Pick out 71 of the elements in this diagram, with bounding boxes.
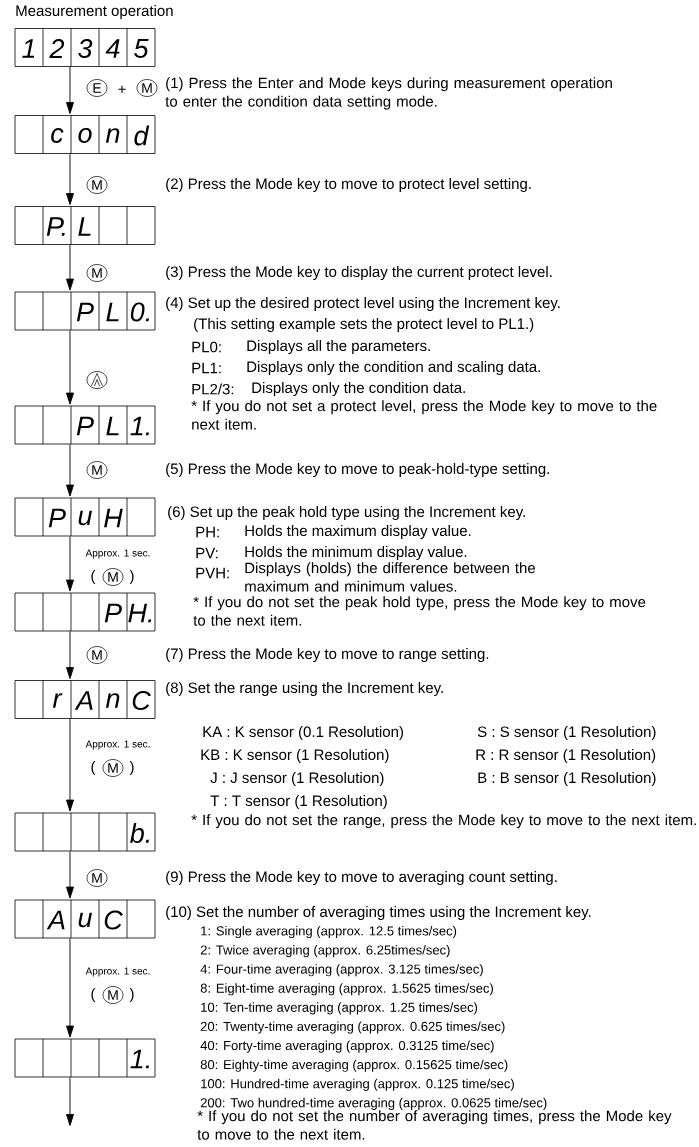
option-text: Holds the maximum display value. [245, 525, 471, 539]
option-text: 2: Twice averaging (approx. 6.25times/sec) [200, 945, 450, 958]
option-code: PH: [196, 526, 219, 538]
step-text: (2) Press the Mode key to move to protect level setting. [166, 178, 531, 192]
option-text: 40: Forty-time averaging (approx. 0.3125 time/sec) [200, 1040, 494, 1053]
step-text: (3) Press the Mode key to display the current protect level. [166, 266, 552, 280]
option-text: 100: Hundred-time averaging (approx. 0.125 time/sec) [201, 1078, 514, 1091]
arrow [66, 630, 74, 680]
segment-display: b. [14, 812, 156, 852]
option-text: 8: Eight-time averaging (approx. 1.5625 times/sec) [200, 983, 493, 996]
note-text: * If you do not set a protect level, press the Mode key to move to the next item. [191, 400, 657, 430]
segment-display: A u C [14, 899, 156, 939]
option-code: PL2/3: [192, 383, 234, 395]
segment-display: P H. [14, 592, 156, 632]
key-text: ) [129, 761, 134, 775]
option-text: Displays (holds) the difference between the maximum and minimum values. [245, 562, 536, 592]
option-text: Displays only the condition data. [252, 382, 465, 396]
option-code: PL1: [192, 362, 221, 374]
segment-display: r A n C [14, 680, 156, 719]
option-code: PVH: [196, 567, 229, 579]
key-text: + [118, 85, 126, 93]
segment-display: P L 0. [14, 291, 156, 331]
arrow [66, 443, 74, 497]
arrow [66, 718, 74, 812]
arrow [66, 329, 74, 405]
option-code: PL0: [192, 341, 221, 353]
segment-display: 1 2 3 4 5 [14, 28, 156, 67]
option-text: S : S sensor (1 Resolution) [477, 726, 656, 740]
option-text: Displays all the parameters. [247, 340, 430, 354]
segment-display: P u H [14, 497, 156, 537]
segment-display: 1. [14, 1038, 156, 1078]
option-text: 4: Four-time averaging (approx. 3.125 times/sec) [200, 964, 483, 977]
note-text: (This setting example sets the protect level to PL1.) [194, 318, 534, 332]
segment-display: c o n d [14, 115, 156, 154]
segment-display: P L 1. [14, 405, 156, 445]
segment-display: P. L [14, 206, 156, 245]
key-text: ( [91, 570, 96, 584]
option-text: J : J sensor (1 Resolution) [210, 772, 384, 786]
edge-label: Approx. 1 sec. [84, 739, 152, 751]
key-text: ) [129, 570, 134, 584]
arrow [66, 535, 74, 592]
key-text: ( [91, 761, 96, 775]
arrow [66, 153, 74, 205]
note-text: * If you do not set the number of averaging times, press the Mode key to move to the next item. [197, 1110, 672, 1140]
option-text: KA : K sensor (0.1 Resolution) [203, 726, 403, 740]
option-text: 200: Two hundred-time averaging (approx. 0.0625 time/sec) [200, 1097, 547, 1110]
option-text: R : R sensor (1 Resolution) [476, 749, 656, 763]
arrow [66, 244, 74, 291]
edge-label: Approx. 1 sec. [84, 548, 152, 560]
note-text: * If you do not set the peak hold type, press the Mode key to move to the next item. [193, 596, 646, 626]
option-code: PV: [196, 547, 218, 559]
arrow [66, 66, 74, 114]
step-text: (7) Press the Mode key to move to range setting. [166, 648, 489, 662]
key-text: ( [91, 988, 96, 1002]
option-text: 80: Eighty-time averaging (approx. 0.15625 time/sec) [200, 1059, 508, 1072]
option-text: T : T sensor (1 Resolution) [210, 795, 387, 809]
option-text: Holds the minimum display value. [245, 546, 467, 560]
step-text: (9) Press the Mode key to move to averaging count setting. [166, 871, 557, 885]
step-text: (1) Press the Enter and Mode keys during measurement operation to enter the condition data setting mode. [165, 77, 612, 110]
arrow [66, 937, 74, 1038]
title: Measurement operation [16, 5, 173, 19]
option-text: Displays only the condition and scaling data. [247, 361, 540, 375]
arrow [66, 850, 74, 899]
arrow [66, 1076, 74, 1126]
step-text: (5) Press the Mode key to move to peak-hold-type setting. [166, 463, 549, 477]
option-text: KB : K sensor (1 Resolution) [201, 749, 389, 763]
edge-label: Approx. 1 sec. [84, 966, 152, 978]
key-text: ) [129, 988, 134, 1002]
option-text: B : B sensor (1 Resolution) [478, 772, 656, 786]
option-text: 1: Single averaging (approx. 12.5 times/sec) [201, 925, 457, 939]
option-text: 10: Ten-time averaging (approx. 1.25 times/sec) [201, 1002, 478, 1015]
